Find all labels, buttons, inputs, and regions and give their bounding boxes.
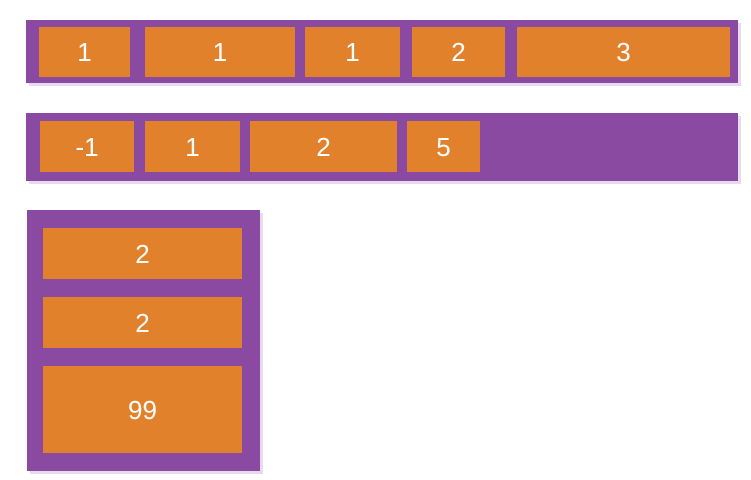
flex-item: -1 xyxy=(40,121,134,172)
flex-item: 2 xyxy=(43,297,242,348)
flex-item: 5 xyxy=(407,121,480,172)
flex-item: 2 xyxy=(412,27,505,77)
flex-item: 1 xyxy=(305,27,400,77)
flex-item: 1 xyxy=(145,121,240,172)
flex-item: 3 xyxy=(517,27,730,77)
flex-container-row-1: 1 1 1 2 3 xyxy=(26,20,738,83)
flex-item: 2 xyxy=(250,121,397,172)
flex-item: 99 xyxy=(43,366,242,453)
flex-item: 1 xyxy=(39,27,130,77)
flex-item: 2 xyxy=(43,228,242,279)
flex-container-row-2: -1 1 2 5 xyxy=(26,113,738,181)
flex-item: 1 xyxy=(145,27,295,77)
flex-container-column: 2 2 99 xyxy=(27,210,260,471)
